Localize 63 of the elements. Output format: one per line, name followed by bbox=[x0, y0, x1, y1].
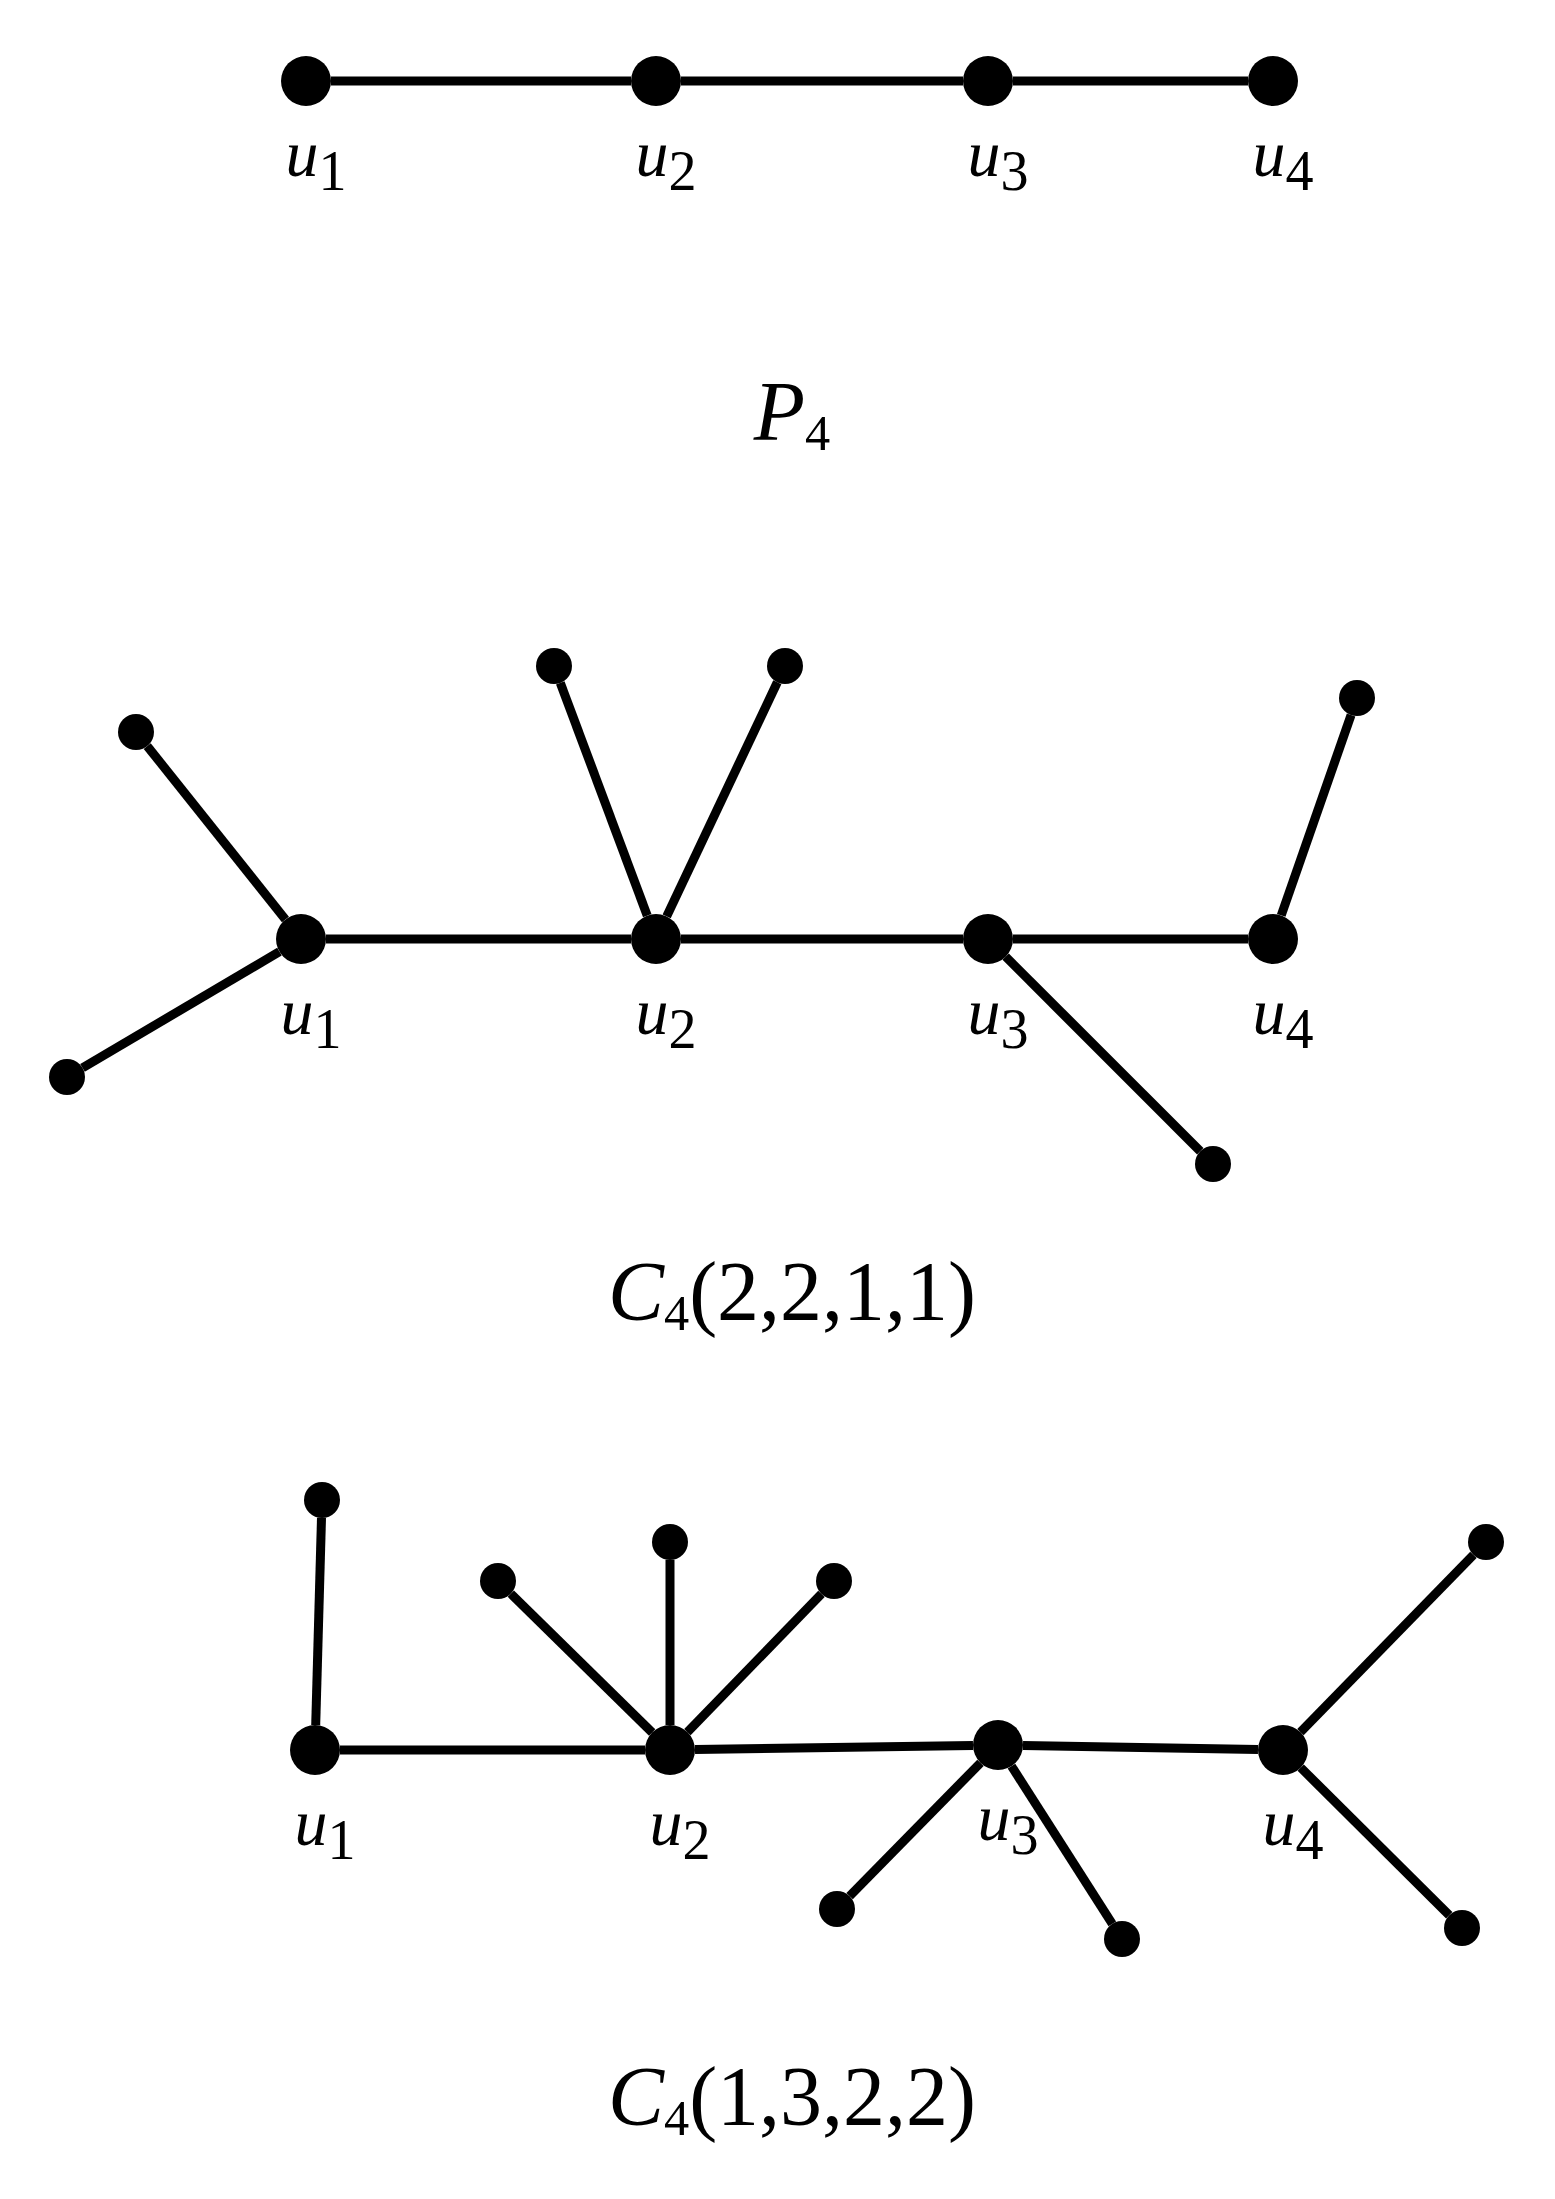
vertex-dot bbox=[1248, 914, 1298, 964]
vertex-dot bbox=[631, 914, 681, 964]
vertex-label: u$_{4}$ bbox=[1252, 979, 1314, 1058]
leaf-vertex-dot bbox=[652, 1524, 688, 1560]
vertex-label: u$_{1}$ bbox=[285, 121, 347, 200]
leaf-vertex-dot bbox=[816, 1563, 852, 1599]
leaf-vertex-dot bbox=[1104, 1921, 1140, 1957]
vertex-label: u$_{3}$ bbox=[967, 979, 1029, 1058]
graph-edge bbox=[331, 76, 631, 86]
leaf-vertex-dot bbox=[1339, 680, 1375, 716]
leaf-vertex-dot bbox=[49, 1059, 85, 1095]
vertex-dot bbox=[973, 1720, 1023, 1770]
vertex-dot bbox=[276, 914, 326, 964]
vertex-label: u$_{1}$ bbox=[294, 1790, 356, 1869]
graph-edge bbox=[1013, 76, 1248, 86]
vertex-dot bbox=[963, 914, 1013, 964]
graph-edge bbox=[662, 680, 782, 919]
vertex-label: u$_{2}$ bbox=[649, 1790, 711, 1869]
vertex-dot bbox=[963, 56, 1013, 106]
leaf-vertex-dot bbox=[767, 648, 803, 684]
vertex-dot bbox=[645, 1725, 695, 1775]
graph-edge bbox=[507, 1590, 656, 1736]
graph-edge bbox=[80, 947, 282, 1072]
graph-caption: C$_{4}$(1,3,2,2) bbox=[607, 2055, 977, 2144]
leaf-vertex-dot bbox=[118, 714, 154, 750]
leaf-vertex-dot bbox=[480, 1563, 516, 1599]
graph-edge bbox=[311, 1517, 326, 1726]
graph-edge bbox=[681, 76, 963, 86]
graph-edge bbox=[556, 681, 652, 918]
graph-caption: C$_{4}$(2,2,1,1) bbox=[607, 1250, 977, 1339]
vertex-dot bbox=[281, 56, 331, 106]
graph-edge bbox=[694, 1740, 974, 1755]
vertex-label: u$_{3}$ bbox=[967, 121, 1029, 200]
vertex-dot bbox=[631, 56, 681, 106]
vertex-label: u$_{4}$ bbox=[1252, 121, 1314, 200]
graph-edge bbox=[326, 934, 631, 944]
graph-edge bbox=[665, 1560, 675, 1725]
graph-edge bbox=[1276, 713, 1356, 917]
graph-edge bbox=[684, 1590, 825, 1736]
graph-edge bbox=[1297, 1764, 1453, 1919]
graph-edge bbox=[1013, 934, 1248, 944]
leaf-vertex-dot bbox=[1468, 1524, 1504, 1560]
graph-edge bbox=[1002, 953, 1204, 1155]
graph-edge bbox=[1297, 1551, 1477, 1736]
vertex-label: u$_{2}$ bbox=[635, 979, 697, 1058]
vertex-dot bbox=[290, 1725, 340, 1775]
graph-edge bbox=[340, 1745, 645, 1755]
vertex-dot bbox=[1258, 1725, 1308, 1775]
vertex-label: u$_{1}$ bbox=[280, 979, 342, 1058]
leaf-vertex-dot bbox=[536, 648, 572, 684]
graph-edge bbox=[1022, 1740, 1259, 1755]
leaf-vertex-dot bbox=[1195, 1146, 1231, 1182]
vertex-label: u$_{4}$ bbox=[1262, 1790, 1324, 1869]
graph-edge bbox=[1007, 1763, 1117, 1927]
graph-caption: P$_{4}$ bbox=[753, 370, 831, 459]
vertex-dot bbox=[1248, 56, 1298, 106]
graph-edge bbox=[143, 743, 289, 923]
leaf-vertex-dot bbox=[1444, 1910, 1480, 1946]
vertex-label: u$_{3}$ bbox=[977, 1785, 1039, 1864]
graph-edge bbox=[681, 934, 963, 944]
leaf-vertex-dot bbox=[819, 1891, 855, 1927]
vertex-label: u$_{2}$ bbox=[635, 121, 697, 200]
leaf-vertex-dot bbox=[304, 1482, 340, 1518]
